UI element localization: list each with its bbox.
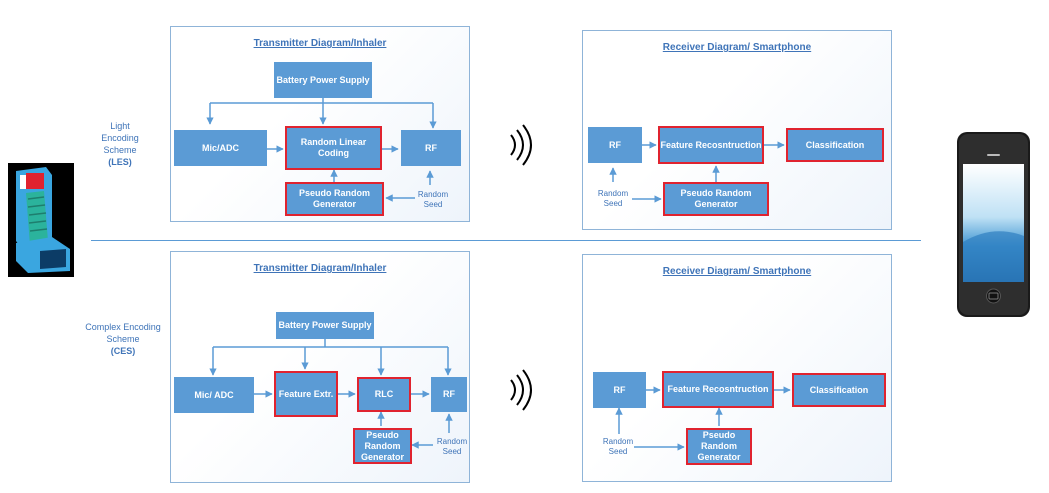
ces-battery-block: Battery Power Supply xyxy=(276,312,374,339)
les-rf-rx-block: RF xyxy=(588,127,642,163)
les-feature-reconstruction-block: Feature Recosntruction xyxy=(658,126,764,164)
ces-receiver-title: Receiver Diagram/ Smartphone xyxy=(662,266,812,277)
ces-transmitter-title: Transmitter Diagram/Inhaler xyxy=(253,263,387,274)
scheme-divider xyxy=(91,240,921,241)
ces-feature-extraction-block: Feature Extr. xyxy=(274,371,338,417)
les-random-linear-coding-block: Random Linear Coding xyxy=(285,126,382,170)
les-scheme-label: Light Encoding Scheme (LES) xyxy=(101,121,139,167)
les-receiver-title: Receiver Diagram/ Smartphone xyxy=(662,42,812,53)
smartphone-icon xyxy=(957,132,1030,317)
ces-rf-rx-block: RF xyxy=(593,372,646,408)
les-transmitter-title: Transmitter Diagram/Inhaler xyxy=(253,38,387,49)
ces-rf-tx-block: RF xyxy=(431,377,467,412)
les-classification-block: Classification xyxy=(786,128,884,162)
ces-scheme-label: Complex Encoding Scheme (CES) xyxy=(85,322,161,356)
inhaler-icon xyxy=(8,163,74,277)
les-battery-block: Battery Power Supply xyxy=(274,62,372,98)
ces-classification-block: Classification xyxy=(792,373,886,407)
ces-feature-reconstruction-block: Feature Recosntruction xyxy=(662,371,774,408)
wireless-signal-icon xyxy=(510,124,532,166)
les-rf-tx-block: RF xyxy=(401,130,461,166)
wireless-signal-icon xyxy=(510,369,532,411)
les-mic-adc-block: Mic/ADC xyxy=(174,130,267,166)
ces-rlc-block: RLC xyxy=(357,377,411,412)
ces-mic-adc-block: Mic/ ADC xyxy=(174,377,254,413)
